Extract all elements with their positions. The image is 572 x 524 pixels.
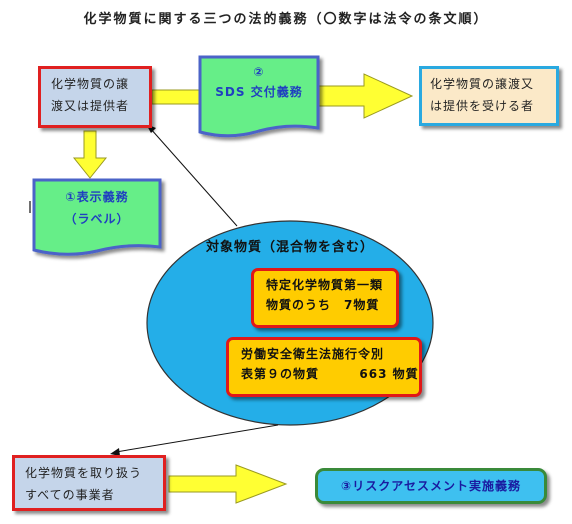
ordinance-line2: 表第９の物質 663 物質 — [241, 364, 419, 384]
sds-number: ② — [253, 65, 265, 79]
label-duty-line2: （ラベル） — [64, 212, 130, 226]
arrowhead-to-handler — [110, 448, 120, 456]
ordinance-table9-box: 労働安全衛生法施行令別 表第９の物質 663 物質 — [226, 337, 422, 397]
handler-box: 化学物質を取り扱う すべての事業者 — [12, 455, 166, 511]
handler-line1: 化学物質を取り扱う — [25, 466, 143, 480]
provider-line2: 渡又は提供者 — [51, 99, 130, 113]
sds-doc-text: ② SDS 交付義務 — [200, 62, 318, 102]
ellipse-title: 対象物質（混合物を含む） — [205, 240, 374, 255]
ordinance-line2-left: 表第９の物質 — [241, 367, 320, 381]
provider-box: 化学物質の譲 渡又は提供者 — [38, 66, 152, 128]
specified-chemicals-box: 特定化学物質第一類 物質のうち 7物質 — [251, 268, 399, 328]
risk-assessment-box: ③リスクアセスメント実施義務 — [315, 468, 547, 504]
label-duty-line1: ①表示義務 — [65, 190, 129, 204]
ordinance-line1: 労働安全衛生法施行令別 — [241, 347, 385, 361]
label-doc-text: ①表示義務 （ラベル） — [34, 186, 160, 230]
arrow-handler-to-risk — [168, 464, 288, 504]
arrow-provider-to-label — [72, 130, 108, 179]
arrow-ellipse-to-handler — [115, 424, 279, 453]
sds-document-shape — [198, 55, 320, 138]
specified-line2: 物質のうち 7物質 — [266, 298, 380, 312]
risk-assessment-label: ③リスクアセスメント実施義務 — [341, 479, 521, 493]
receiver-line1: 化学物質の譲渡又 — [430, 77, 535, 91]
provider-line1: 化学物質の譲 — [51, 77, 130, 91]
handler-line2: すべての事業者 — [25, 488, 115, 502]
ordinance-line2-right: 663 物質 — [359, 367, 419, 381]
arrow-sds-to-receiver — [315, 73, 414, 119]
sds-label: SDS 交付義務 — [215, 85, 303, 99]
specified-line1: 特定化学物質第一類 — [266, 278, 384, 292]
label-document-shape — [32, 178, 162, 256]
receiver-line2: は提供を受ける者 — [430, 99, 535, 113]
arrow-ellipse-to-provider — [149, 127, 238, 227]
diagram-title: 化学物質に関する三つの法的義務（〇数字は法令の条文順） — [83, 12, 489, 27]
receiver-box: 化学物質の譲渡又 は提供を受ける者 — [419, 66, 559, 126]
